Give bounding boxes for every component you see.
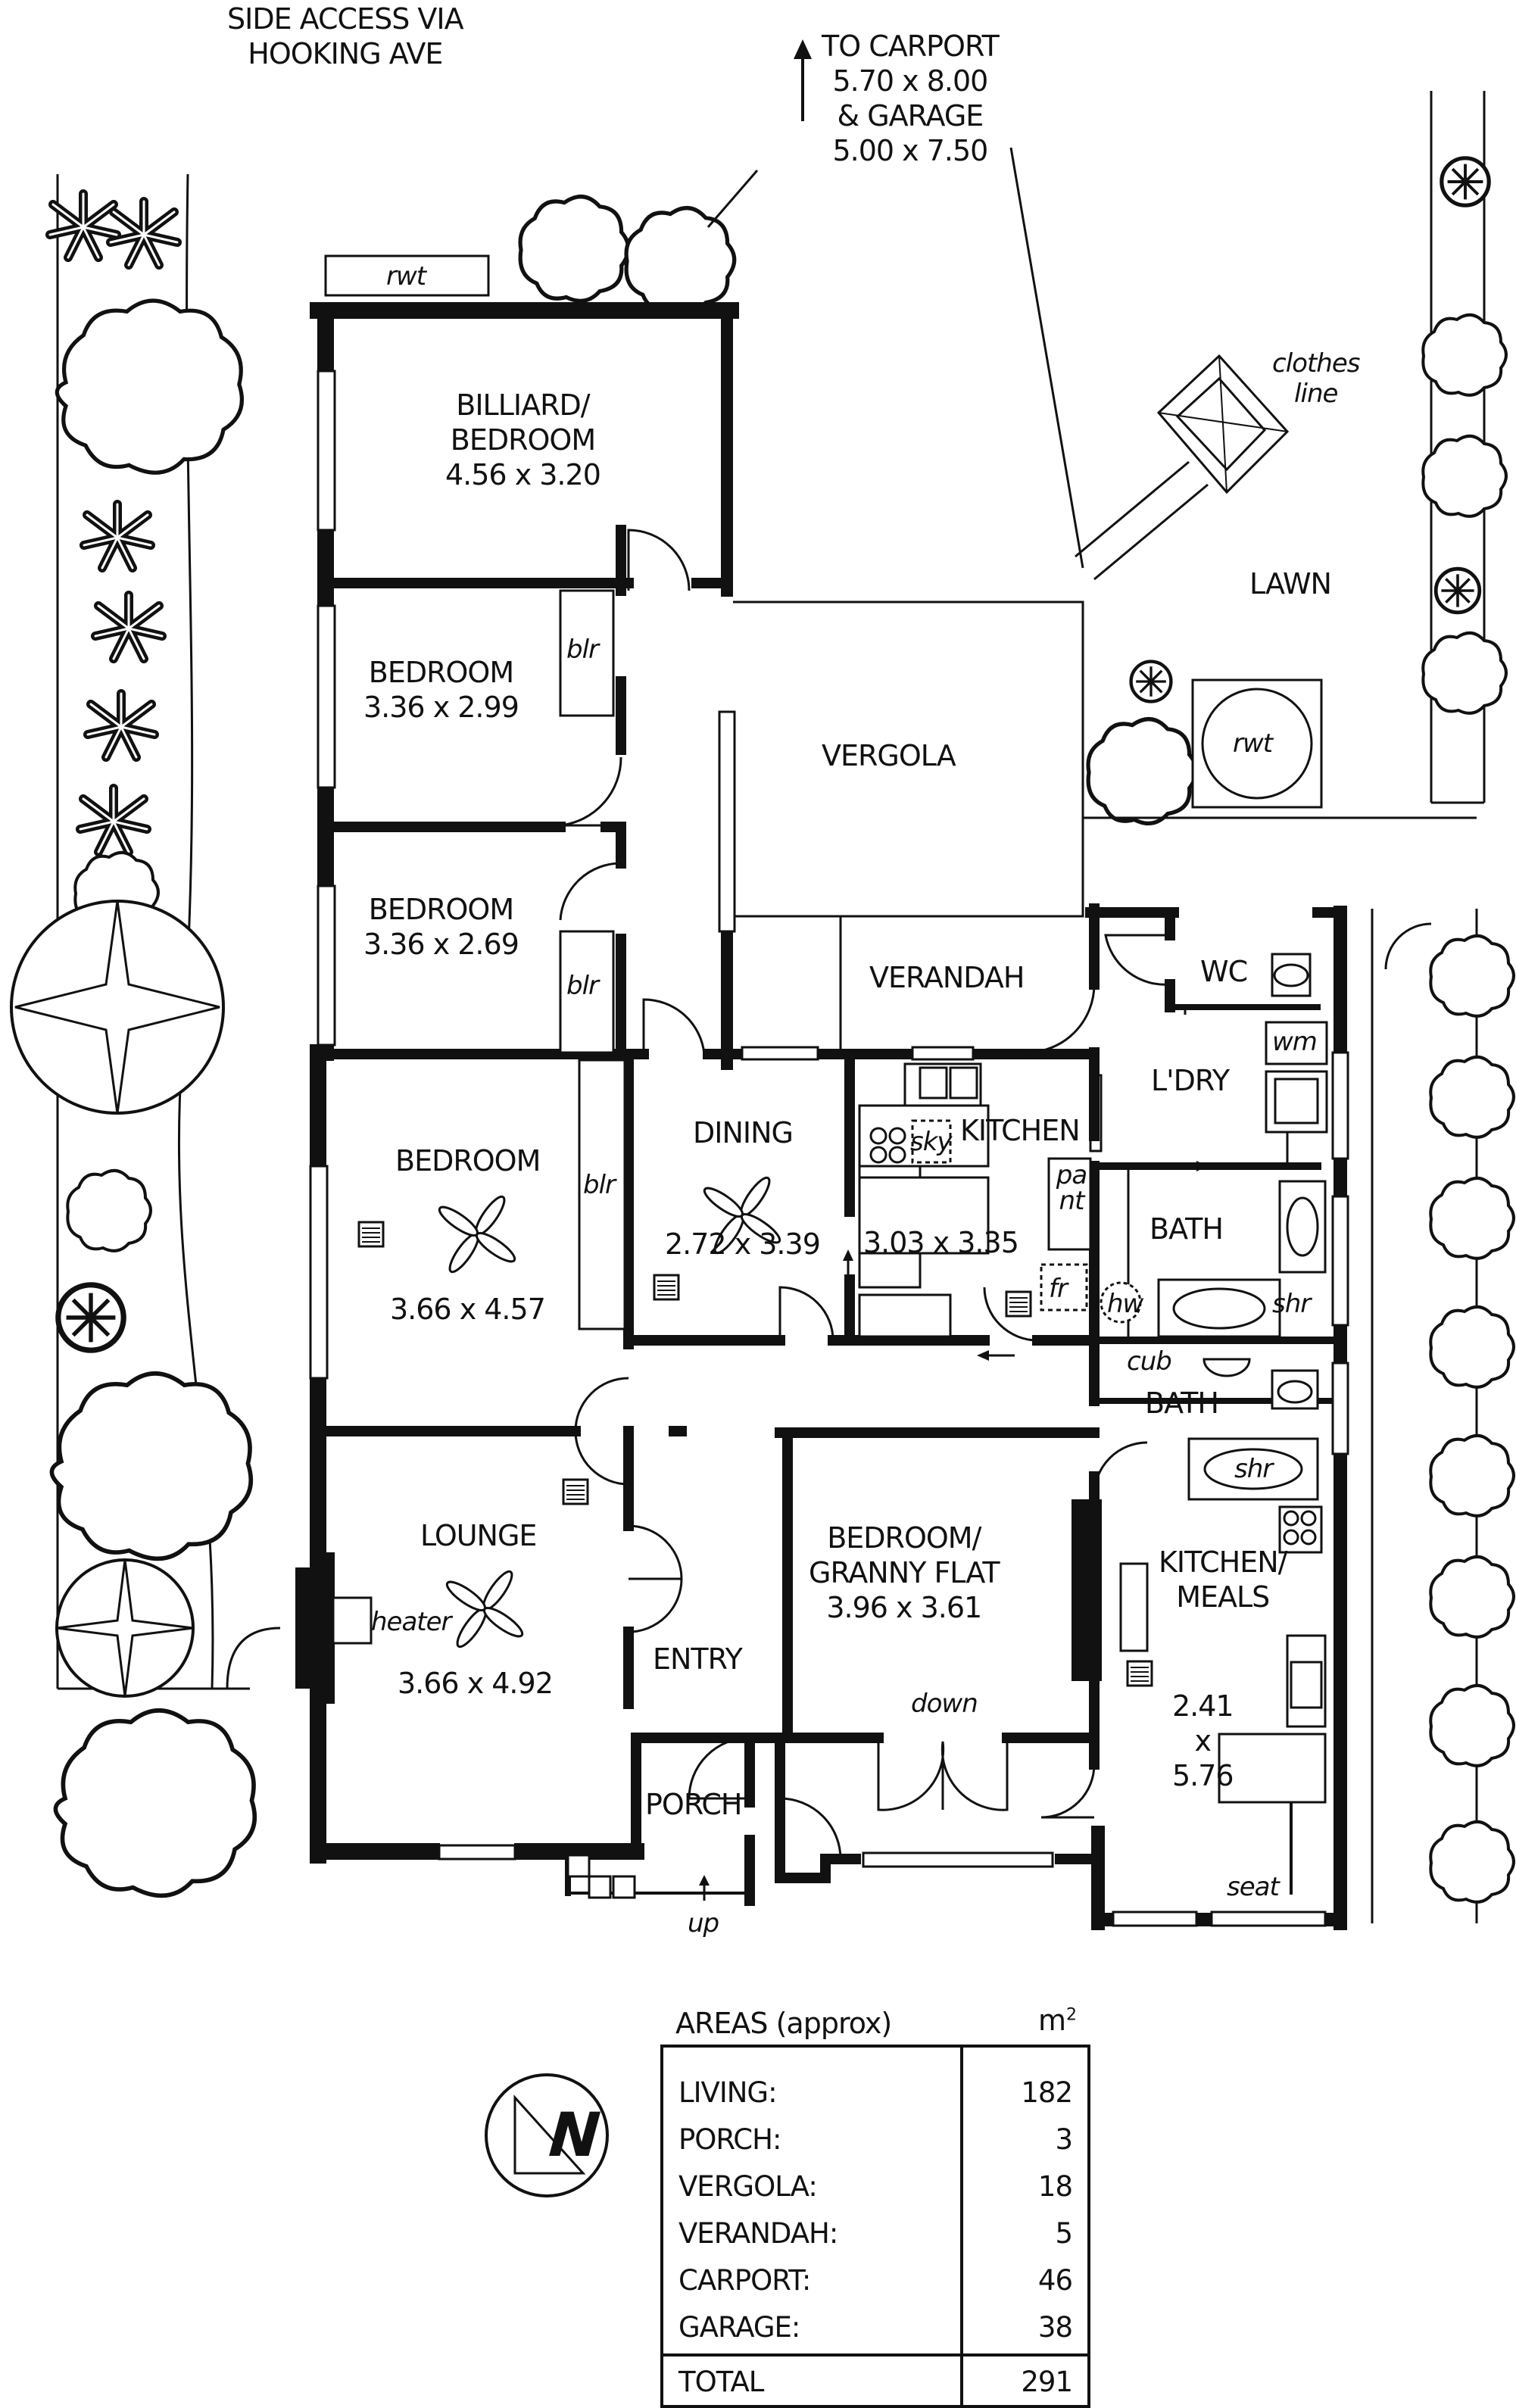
area-row: GARAGE:38 xyxy=(678,2311,1073,2344)
vent-icon xyxy=(1126,1660,1153,1687)
area-row: VERGOLA:18 xyxy=(678,2170,1073,2203)
shrub-icon xyxy=(1088,719,1196,824)
robe-label-2: blr xyxy=(566,971,599,1001)
large-tree-icon xyxy=(10,900,225,1115)
room-dining-dims: 2.72 x 3.39 xyxy=(665,1227,821,1261)
rwt-top-label: rwt xyxy=(386,261,426,292)
areas-title: AREAS (approx) xyxy=(675,2007,892,2040)
room-lounge-dims: 3.66 x 4.92 xyxy=(398,1667,554,1700)
room-bath-1: BATH xyxy=(1149,1212,1224,1246)
hot-water-label: hw xyxy=(1107,1289,1143,1319)
north-compass-icon xyxy=(485,2073,609,2197)
area-porch: PORCH xyxy=(645,1788,742,1821)
area-row: VERANDAH:5 xyxy=(678,2217,1073,2250)
room-bath-2: BATH xyxy=(1145,1386,1219,1420)
seat-label: seat xyxy=(1227,1872,1280,1902)
up-label: up xyxy=(688,1908,719,1939)
rwt-lawn-label: rwt xyxy=(1233,728,1273,759)
areas-unit: m2 xyxy=(1037,2004,1077,2037)
areas-table: LIVING:182 PORCH:3 VERGOLA:18 VERANDAH:5… xyxy=(660,2045,1090,2408)
kitchen-fixtures xyxy=(858,1062,1092,1338)
vent-icon xyxy=(1005,1290,1032,1318)
cupboard-label: cub xyxy=(1127,1346,1172,1377)
tree-icon xyxy=(1421,158,1515,1904)
areas-header: AREAS (approx) m2 xyxy=(675,1999,1100,2045)
heater-label: heater xyxy=(371,1607,452,1637)
fridge-label: fr xyxy=(1049,1274,1068,1304)
room-laundry: L'DRY xyxy=(1151,1064,1230,1097)
shower-label-1: shr xyxy=(1272,1289,1311,1319)
area-entry: ENTRY xyxy=(653,1642,743,1676)
room-bedroom-1-dims: 3.66 x 4.57 xyxy=(390,1293,546,1326)
spiky-tree-icon xyxy=(55,1558,195,1698)
area-verandah: VERANDAH xyxy=(869,961,1025,994)
skylight-label: sky xyxy=(910,1127,953,1157)
pantry-label: pant xyxy=(1056,1160,1087,1216)
robe-label-1: blr xyxy=(566,635,599,665)
vent-icon xyxy=(653,1274,680,1301)
shrub-icon xyxy=(520,197,629,301)
vent-icon xyxy=(357,1221,385,1248)
area-row: LIVING:182 xyxy=(678,2076,1073,2109)
down-label: down xyxy=(911,1689,978,1719)
robe-label-3: blr xyxy=(583,1170,616,1200)
ceiling-fan-icon xyxy=(442,1567,527,1652)
room-kitchen-dims: 3.03 x 3.35 xyxy=(863,1226,1019,1259)
room-bedroom-1-name: BEDROOM xyxy=(395,1144,541,1177)
shrub-icon xyxy=(626,208,735,313)
area-row: CARPORT:46 xyxy=(678,2264,1073,2297)
room-kitchen-name: KITCHEN xyxy=(960,1114,1081,1147)
room-wc: WC xyxy=(1200,955,1248,988)
area-row: PORCH:3 xyxy=(678,2123,1073,2156)
rainwater-tank-lawn xyxy=(1191,678,1323,809)
rainwater-tank xyxy=(324,254,490,297)
shower-label-2: shr xyxy=(1234,1454,1273,1484)
washing-machine-label: wm xyxy=(1272,1027,1318,1057)
vent-icon xyxy=(562,1478,589,1505)
area-vergola: VERGOLA xyxy=(822,739,956,772)
ceiling-fan-icon xyxy=(435,1192,519,1277)
room-lounge-name: LOUNGE xyxy=(420,1519,537,1552)
room-kitchen-meals: KITCHEN/MEALS xyxy=(1159,1546,1287,1614)
area-lawn: LAWN xyxy=(1249,567,1332,600)
room-dining-name: DINING xyxy=(693,1116,794,1149)
clothes-line-icon xyxy=(1075,354,1290,581)
